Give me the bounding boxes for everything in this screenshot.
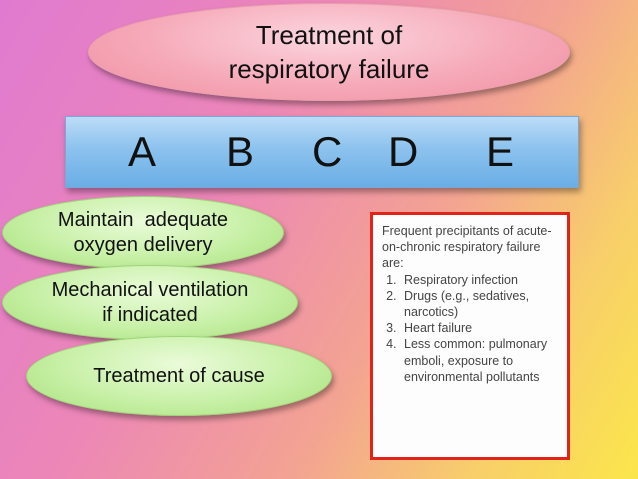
precipitant-item: Less common: pulmonary emboli, exposure … [400, 336, 559, 385]
treatment-cause-oval: Treatment of cause [26, 336, 332, 416]
treatment-ventilation-line-2: if indicated [102, 303, 198, 326]
precipitants-heading: Frequent precipitants of acute-on-chroni… [382, 224, 552, 271]
letter-b: B [226, 128, 255, 175]
letter-a: A [128, 128, 157, 175]
title-line-2: respiratory failure [228, 54, 430, 84]
treatment-ventilation-oval: Mechanical ventilation if indicated [2, 265, 298, 340]
treatment-oxygen-line-1: Maintain adequate [57, 208, 229, 231]
precipitants-list: Respiratory infection Drugs (e.g., sedat… [382, 272, 559, 385]
precipitant-item: Heart failure [400, 320, 559, 336]
precipitant-item: Drugs (e.g., sedatives, narcotics) [400, 288, 559, 320]
treatment-ventilation-line-1: Mechanical ventilation [51, 278, 249, 301]
abcde-banner: A B C D E [65, 116, 579, 188]
treatment-oxygen-line-2: oxygen delivery [73, 233, 213, 256]
title-line-1: Treatment of [255, 20, 403, 50]
precipitants-box: Frequent precipitants of acute-on-chroni… [370, 212, 570, 460]
precipitant-item: Respiratory infection [400, 272, 559, 288]
title-oval: Treatment of respiratory failure [88, 3, 570, 101]
letter-d: D [388, 128, 419, 175]
treatment-oxygen-oval: Maintain adequate oxygen delivery [2, 196, 284, 269]
letter-c: C [312, 128, 343, 175]
letter-e: E [486, 128, 515, 175]
treatment-cause-label: Treatment of cause [93, 364, 265, 387]
